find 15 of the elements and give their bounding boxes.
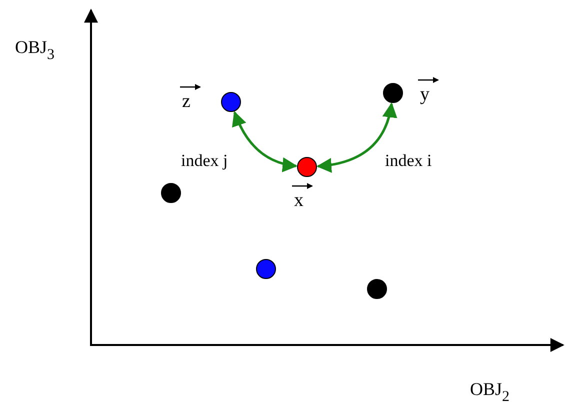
- vector-label: z: [182, 92, 190, 111]
- vector-label: y: [420, 85, 430, 104]
- vector-label: x: [294, 191, 304, 210]
- data-point: [256, 259, 276, 279]
- axis-label: OBJ$_{2}$: [470, 380, 510, 402]
- data-point: [367, 279, 387, 299]
- data-point: [221, 92, 241, 112]
- curved-arrow: [232, 110, 298, 172]
- data-point: [161, 183, 181, 203]
- edge-label: index i: [384, 152, 433, 169]
- data-point: [383, 83, 403, 103]
- data-point: [297, 157, 317, 177]
- curved-arrow: [316, 102, 397, 172]
- axis-label: OBJ$_{3}$: [15, 38, 55, 63]
- edge-label: index j: [180, 152, 229, 169]
